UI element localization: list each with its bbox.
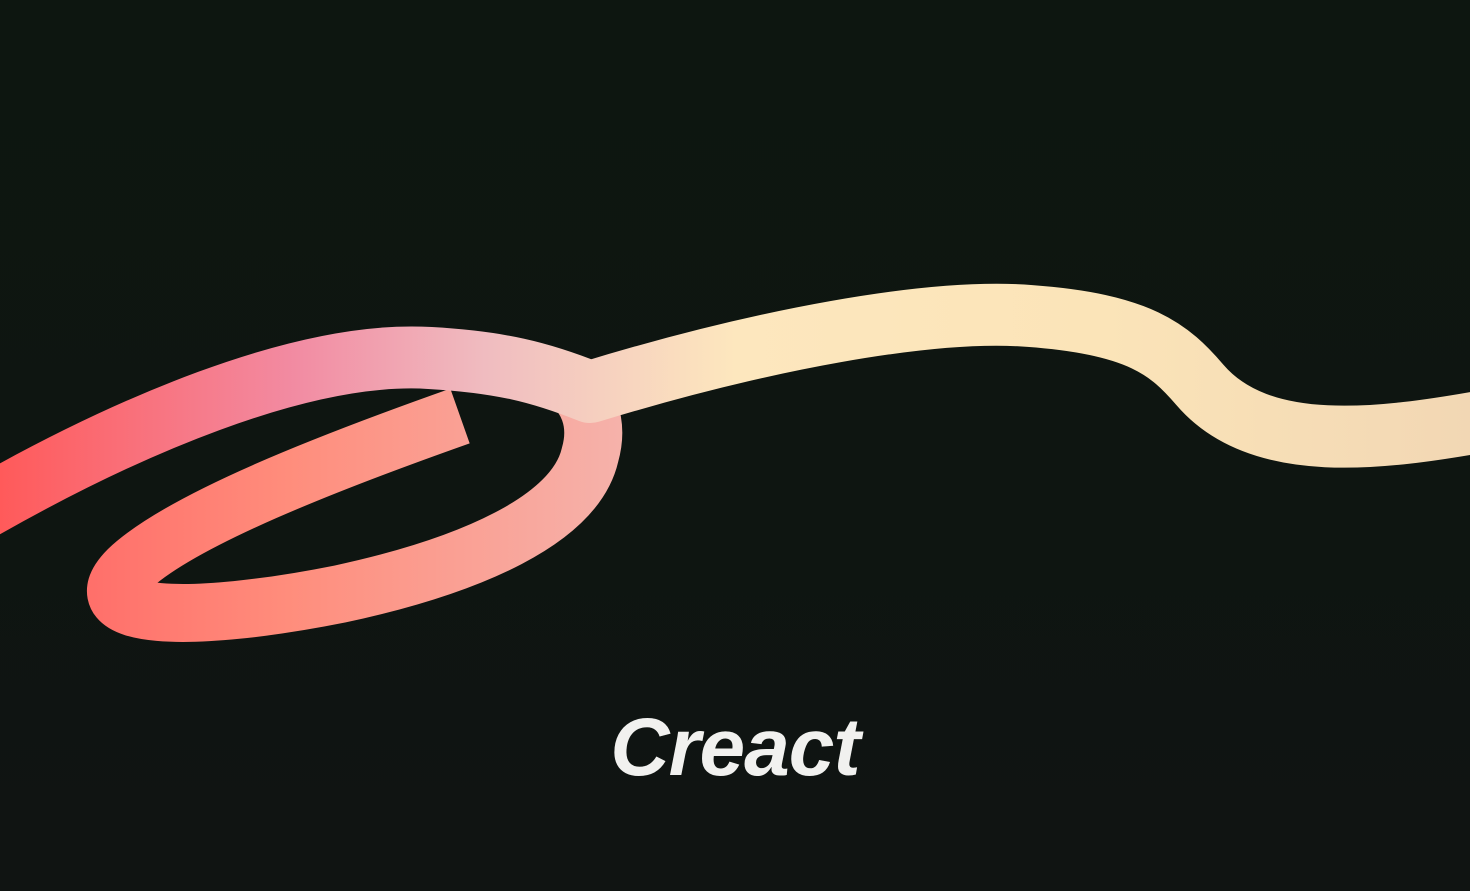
- brand-wordmark: Creact: [610, 702, 860, 793]
- ribbon-loop-lower: [87, 360, 623, 642]
- ribbon-main-strand: [0, 283, 1470, 535]
